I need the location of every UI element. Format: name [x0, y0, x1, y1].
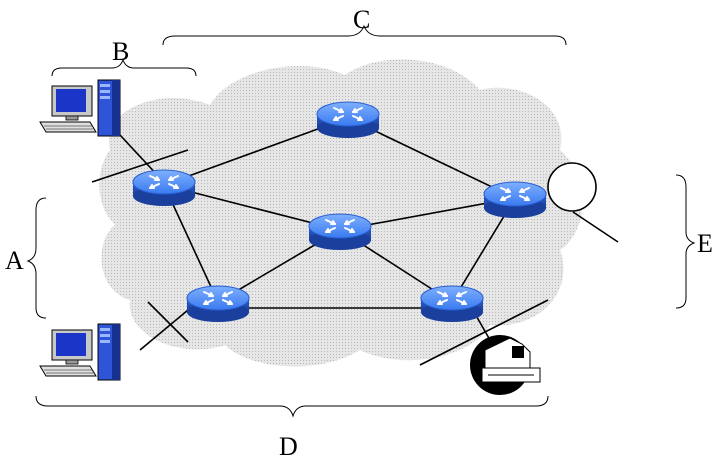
router-icon — [308, 213, 372, 251]
boundary-line-d — [419, 299, 549, 366]
boundary-line-e — [572, 211, 619, 243]
label-d: D — [279, 432, 298, 461]
router-icon — [186, 285, 250, 323]
printer-icon — [470, 335, 541, 395]
label-e: E — [697, 229, 713, 258]
router-icon — [316, 101, 380, 139]
brace-a — [26, 197, 47, 319]
boundary-line-b — [91, 149, 189, 183]
brace-c — [162, 24, 567, 46]
desktop-computer-icon — [39, 323, 121, 381]
router-icon — [420, 285, 484, 323]
magnifier-circle-icon — [547, 162, 597, 212]
desktop-computer-icon — [39, 79, 121, 137]
router-icon — [132, 169, 196, 207]
brace-d — [35, 395, 549, 418]
label-c: C — [353, 5, 370, 34]
brace-e — [675, 174, 696, 309]
label-a: A — [5, 246, 24, 275]
brace-b — [51, 58, 197, 77]
label-b: B — [112, 37, 129, 66]
braces — [26, 24, 696, 418]
boundary-line-a — [147, 301, 189, 343]
router-icon — [483, 181, 547, 219]
